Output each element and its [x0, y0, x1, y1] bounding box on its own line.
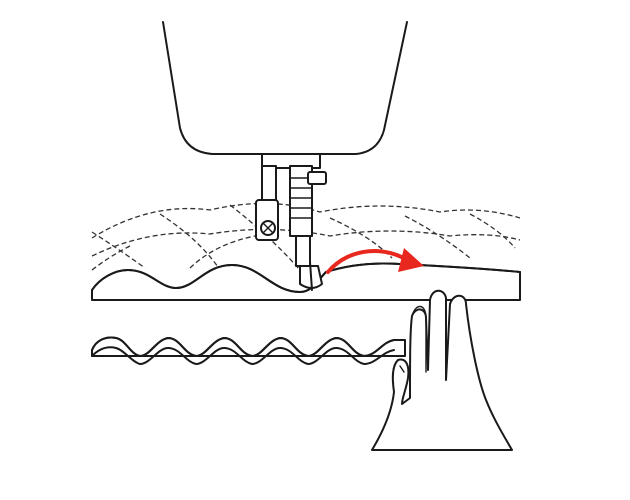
quilting-stitch-lines	[91, 202, 521, 271]
presser-foot	[255, 153, 327, 291]
sewing-machine-head	[162, 21, 408, 155]
guiding-hand	[371, 289, 513, 451]
lower-scalloped-fabric	[91, 336, 406, 365]
direction-arrow	[326, 248, 424, 274]
